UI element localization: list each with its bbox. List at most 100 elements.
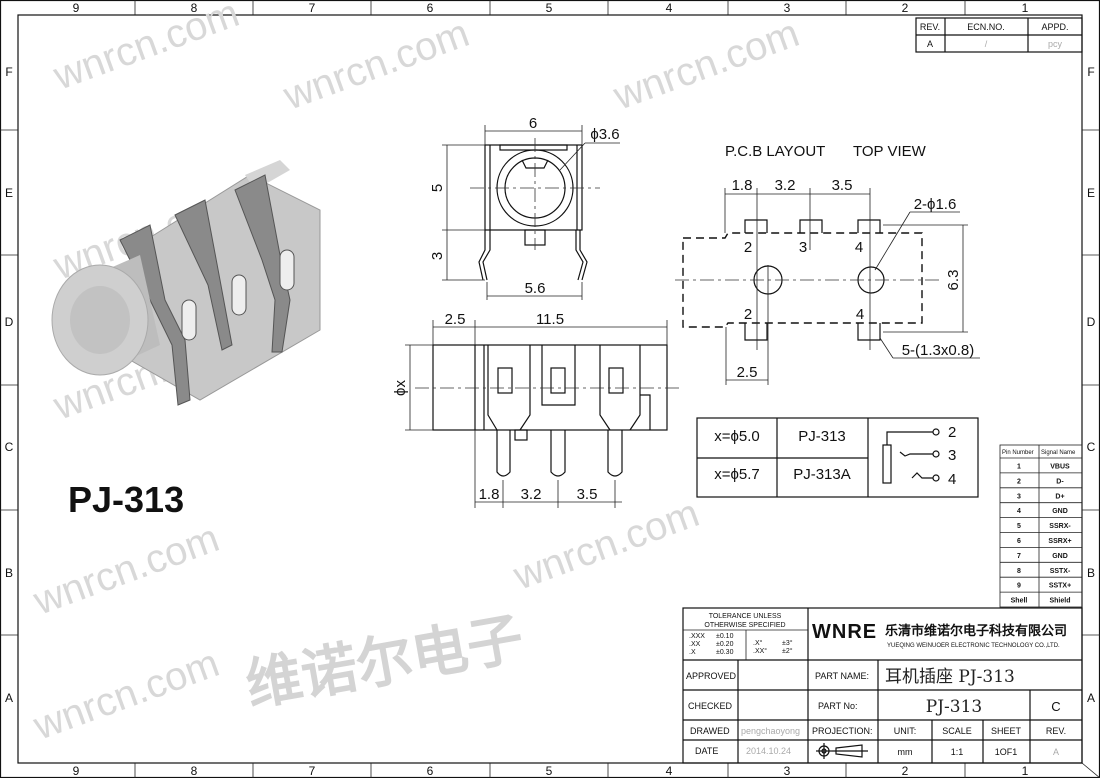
signal-name: Shield [1049,598,1070,605]
tol-key: .X [689,649,696,656]
approved-label: APPROVED [686,671,737,681]
variant-diameter: x=ϕ5.0 [714,428,760,445]
part-name-label: PART NAME: [815,671,869,681]
unit-value: mm [898,747,913,757]
part-no-label: PART No: [818,701,858,711]
part-no-value: PJ-313 [926,697,982,717]
zone-side: A [5,691,13,705]
tolerance-title: OTHERWISE SPECIFIED [704,622,785,629]
side-view: 2.5 11.5 ϕx 1.8 3.2 3.5 [392,311,680,508]
tol-key: .XX° [753,647,767,655]
rev-label: REV. [1046,726,1066,736]
dim-width: 6 [529,115,537,132]
dim-pin3: 3.5 [577,486,598,503]
zone-side: E [5,186,13,200]
pad-label: 2 [744,306,752,323]
title-block: TOLERANCE UNLESS OTHERWISE SPECIFIED .XX… [682,607,1083,764]
zone-bottom: 3 [784,764,791,778]
pcb-dim-p3: 3.5 [832,177,853,194]
svg-text:wnrcn.com: wnrcn.com [507,491,705,599]
zone-side: C [5,440,14,454]
pcb-layout: P.C.B LAYOUT TOP VIEW 1.8 3.2 3.5 2-ϕ1.6 [675,143,980,385]
zone-bottom: 6 [427,764,434,778]
zone-top: 1 [1022,1,1029,15]
signal-header: Signal Name [1041,450,1076,456]
zone-bottom: 1 [1022,764,1029,778]
pad-label: 3 [799,239,807,256]
pin-number: 6 [1017,538,1021,545]
product-label: PJ-313 [68,479,184,520]
zone-top: 6 [427,1,434,15]
pin-number: Shell [1011,598,1028,605]
scale-label: SCALE [942,726,972,736]
date-label: DATE [695,746,718,756]
tol-key: .X° [753,639,763,647]
zone-top: 7 [309,1,316,15]
pad-label: 2 [744,239,752,256]
variant-model: PJ-313A [793,466,851,483]
pin-number: 3 [1017,493,1021,500]
zone-top: 3 [784,1,791,15]
zone-side: A [1087,691,1095,705]
signal-name: SSRX- [1049,523,1071,530]
zone-bottom: 4 [666,764,673,778]
zone-side: C [1087,440,1096,454]
revision-block: REV. ECN.NO. APPD. A / pcy [915,17,1083,53]
tol-val: ±0.20 [716,641,734,648]
tol-key: .XX [689,641,701,648]
zone-side: B [5,566,13,580]
zone-bottom: 2 [902,764,909,778]
dim-leg: 3 [429,252,446,260]
company-name-cn: 乐清市维诺尔电子科技有限公司 [885,623,1067,639]
variant-model: PJ-313 [798,428,846,445]
unit-label: UNIT: [894,726,917,736]
zone-side: E [1087,186,1095,200]
variant-table: x=ϕ5.0 PJ-313 x=ϕ5.7 PJ-313A 2 3 4 [696,417,979,498]
rev-header: REV. [920,22,940,32]
dim-length: 11.5 [536,311,564,328]
pin-number: 8 [1017,568,1021,575]
signal-name: D+ [1055,493,1064,500]
front-view: 6 ϕ3.6 5 3 5.6 [429,115,620,300]
pcb-dim-p2: 3.2 [775,177,796,194]
pin-number: 5 [1017,523,1021,530]
projection-label: PROJECTION: [812,726,873,736]
ecn-header: ECN.NO. [967,22,1005,32]
zone-side: D [5,315,14,329]
tol-val: ±0.10 [716,633,734,640]
drawed-value: pengchaoyong [741,726,800,736]
zone-side: D [1087,315,1096,329]
zone-top: 8 [191,1,198,15]
signal-name: GND [1052,553,1068,560]
signal-name: VBUS [1050,464,1070,471]
switch-schematic [882,428,940,484]
company-name-en: YUEQING WEINUOER ELECTRONIC TECHNOLOGY C… [887,643,1060,649]
dim-height: 5 [429,184,446,192]
svg-text:wnrcn.com: wnrcn.com [607,11,805,119]
schematic-pin: 3 [948,447,956,464]
part-rev: C [1051,699,1060,714]
dim-hole: ϕ3.6 [590,126,619,143]
tolerance-title: TOLERANCE UNLESS [709,613,782,620]
checked-label: CHECKED [688,701,733,711]
svg-text:维诺尔电子: 维诺尔电子 [241,606,528,719]
zone-bottom: 7 [309,764,316,778]
zone-side: F [1087,65,1094,79]
tol-val: ±2° [782,647,793,655]
zone-bottom: 9 [73,764,80,778]
svg-text:wnrcn.com: wnrcn.com [277,11,475,119]
pin-number: 7 [1017,553,1021,560]
pcb-view: TOP VIEW [853,143,927,160]
sheet-value: 1OF1 [995,747,1018,757]
pcb-title: P.C.B LAYOUT [725,143,825,160]
zone-bottom: 5 [546,764,553,778]
signal-name: SSTX- [1050,568,1071,575]
zone-side: F [5,65,12,79]
svg-text:wnrcn.com: wnrcn.com [27,516,225,624]
dim-pin1: 1.8 [479,486,500,503]
pcb-dim-height: 6.3 [945,270,962,291]
signal-name: SSTX+ [1049,583,1071,590]
pin-number: 9 [1017,583,1021,590]
rev-value: A [927,39,933,49]
variant-diameter: x=ϕ5.7 [714,466,760,483]
